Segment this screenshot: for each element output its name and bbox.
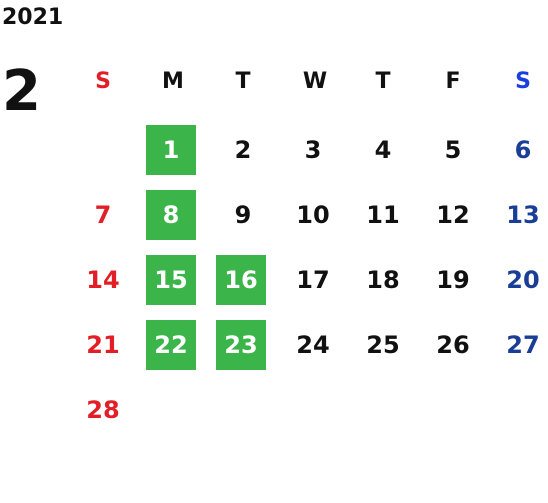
day-cell[interactable]: 23 [216, 320, 266, 370]
day-cell[interactable]: 5 [444, 136, 462, 164]
day-cell[interactable]: 21 [86, 331, 120, 359]
day-cell[interactable]: 28 [86, 396, 120, 424]
year-label: 2021 [2, 5, 64, 30]
day-cell[interactable]: 2 [234, 136, 252, 164]
day-cell[interactable]: 26 [436, 331, 470, 359]
day-cell[interactable]: 6 [514, 136, 532, 164]
weekday-saturday: S [515, 68, 531, 94]
day-cell[interactable]: 11 [366, 201, 400, 229]
weekday-tuesday: T [235, 68, 251, 94]
day-cell[interactable]: 16 [216, 255, 266, 305]
day-cell[interactable]: 4 [374, 136, 392, 164]
weekday-monday: M [162, 68, 184, 94]
day-cell[interactable]: 14 [86, 266, 120, 294]
day-cell[interactable]: 20 [506, 266, 540, 294]
day-cell[interactable]: 7 [94, 201, 112, 229]
day-cell[interactable]: 25 [366, 331, 400, 359]
month-number: 2 [2, 59, 41, 124]
day-cell[interactable]: 12 [436, 201, 470, 229]
day-cell[interactable]: 10 [296, 201, 330, 229]
weekday-thursday: T [375, 68, 391, 94]
weekday-friday: F [445, 68, 461, 94]
day-cell[interactable]: 3 [304, 136, 322, 164]
weekday-sunday: S [95, 68, 111, 94]
day-cell[interactable]: 17 [296, 266, 330, 294]
weekday-wednesday: W [302, 68, 328, 94]
day-cell[interactable]: 18 [366, 266, 400, 294]
day-cell[interactable]: 1 [146, 125, 196, 175]
day-cell[interactable]: 9 [234, 201, 252, 229]
day-cell[interactable]: 27 [506, 331, 540, 359]
day-cell[interactable]: 24 [296, 331, 330, 359]
day-cell[interactable]: 8 [146, 190, 196, 240]
day-cell[interactable]: 15 [146, 255, 196, 305]
day-cell[interactable]: 19 [436, 266, 470, 294]
day-cell[interactable]: 22 [146, 320, 196, 370]
day-cell[interactable]: 13 [506, 201, 540, 229]
